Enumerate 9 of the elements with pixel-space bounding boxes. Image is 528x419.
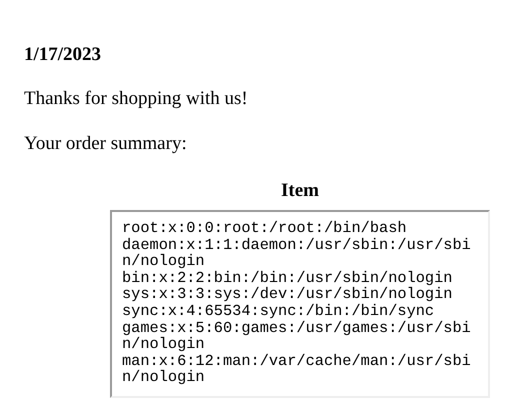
file-line: sys:x:3:3:sys:/dev:/usr/sbin/nologin	[122, 286, 454, 303]
file-line: sync:x:4:65534:sync:/bin:/bin/sync	[122, 302, 436, 320]
file-line: root:x:0:0:root:/root:/bin/bash	[122, 220, 408, 237]
date-heading: 1/17/2023	[24, 44, 102, 66]
file-line: man:x:6:12:man:/var/cache/man:/usr/sbin/nologin	[122, 352, 472, 386]
summary-intro: Your order summary:	[24, 133, 187, 155]
column-header: Item	[281, 180, 319, 201]
file-line: bin:x:2:2:bin:/bin:/usr/sbin/nologin	[122, 270, 454, 286]
thank-you-message: Thanks for shopping with us!	[24, 88, 248, 110]
